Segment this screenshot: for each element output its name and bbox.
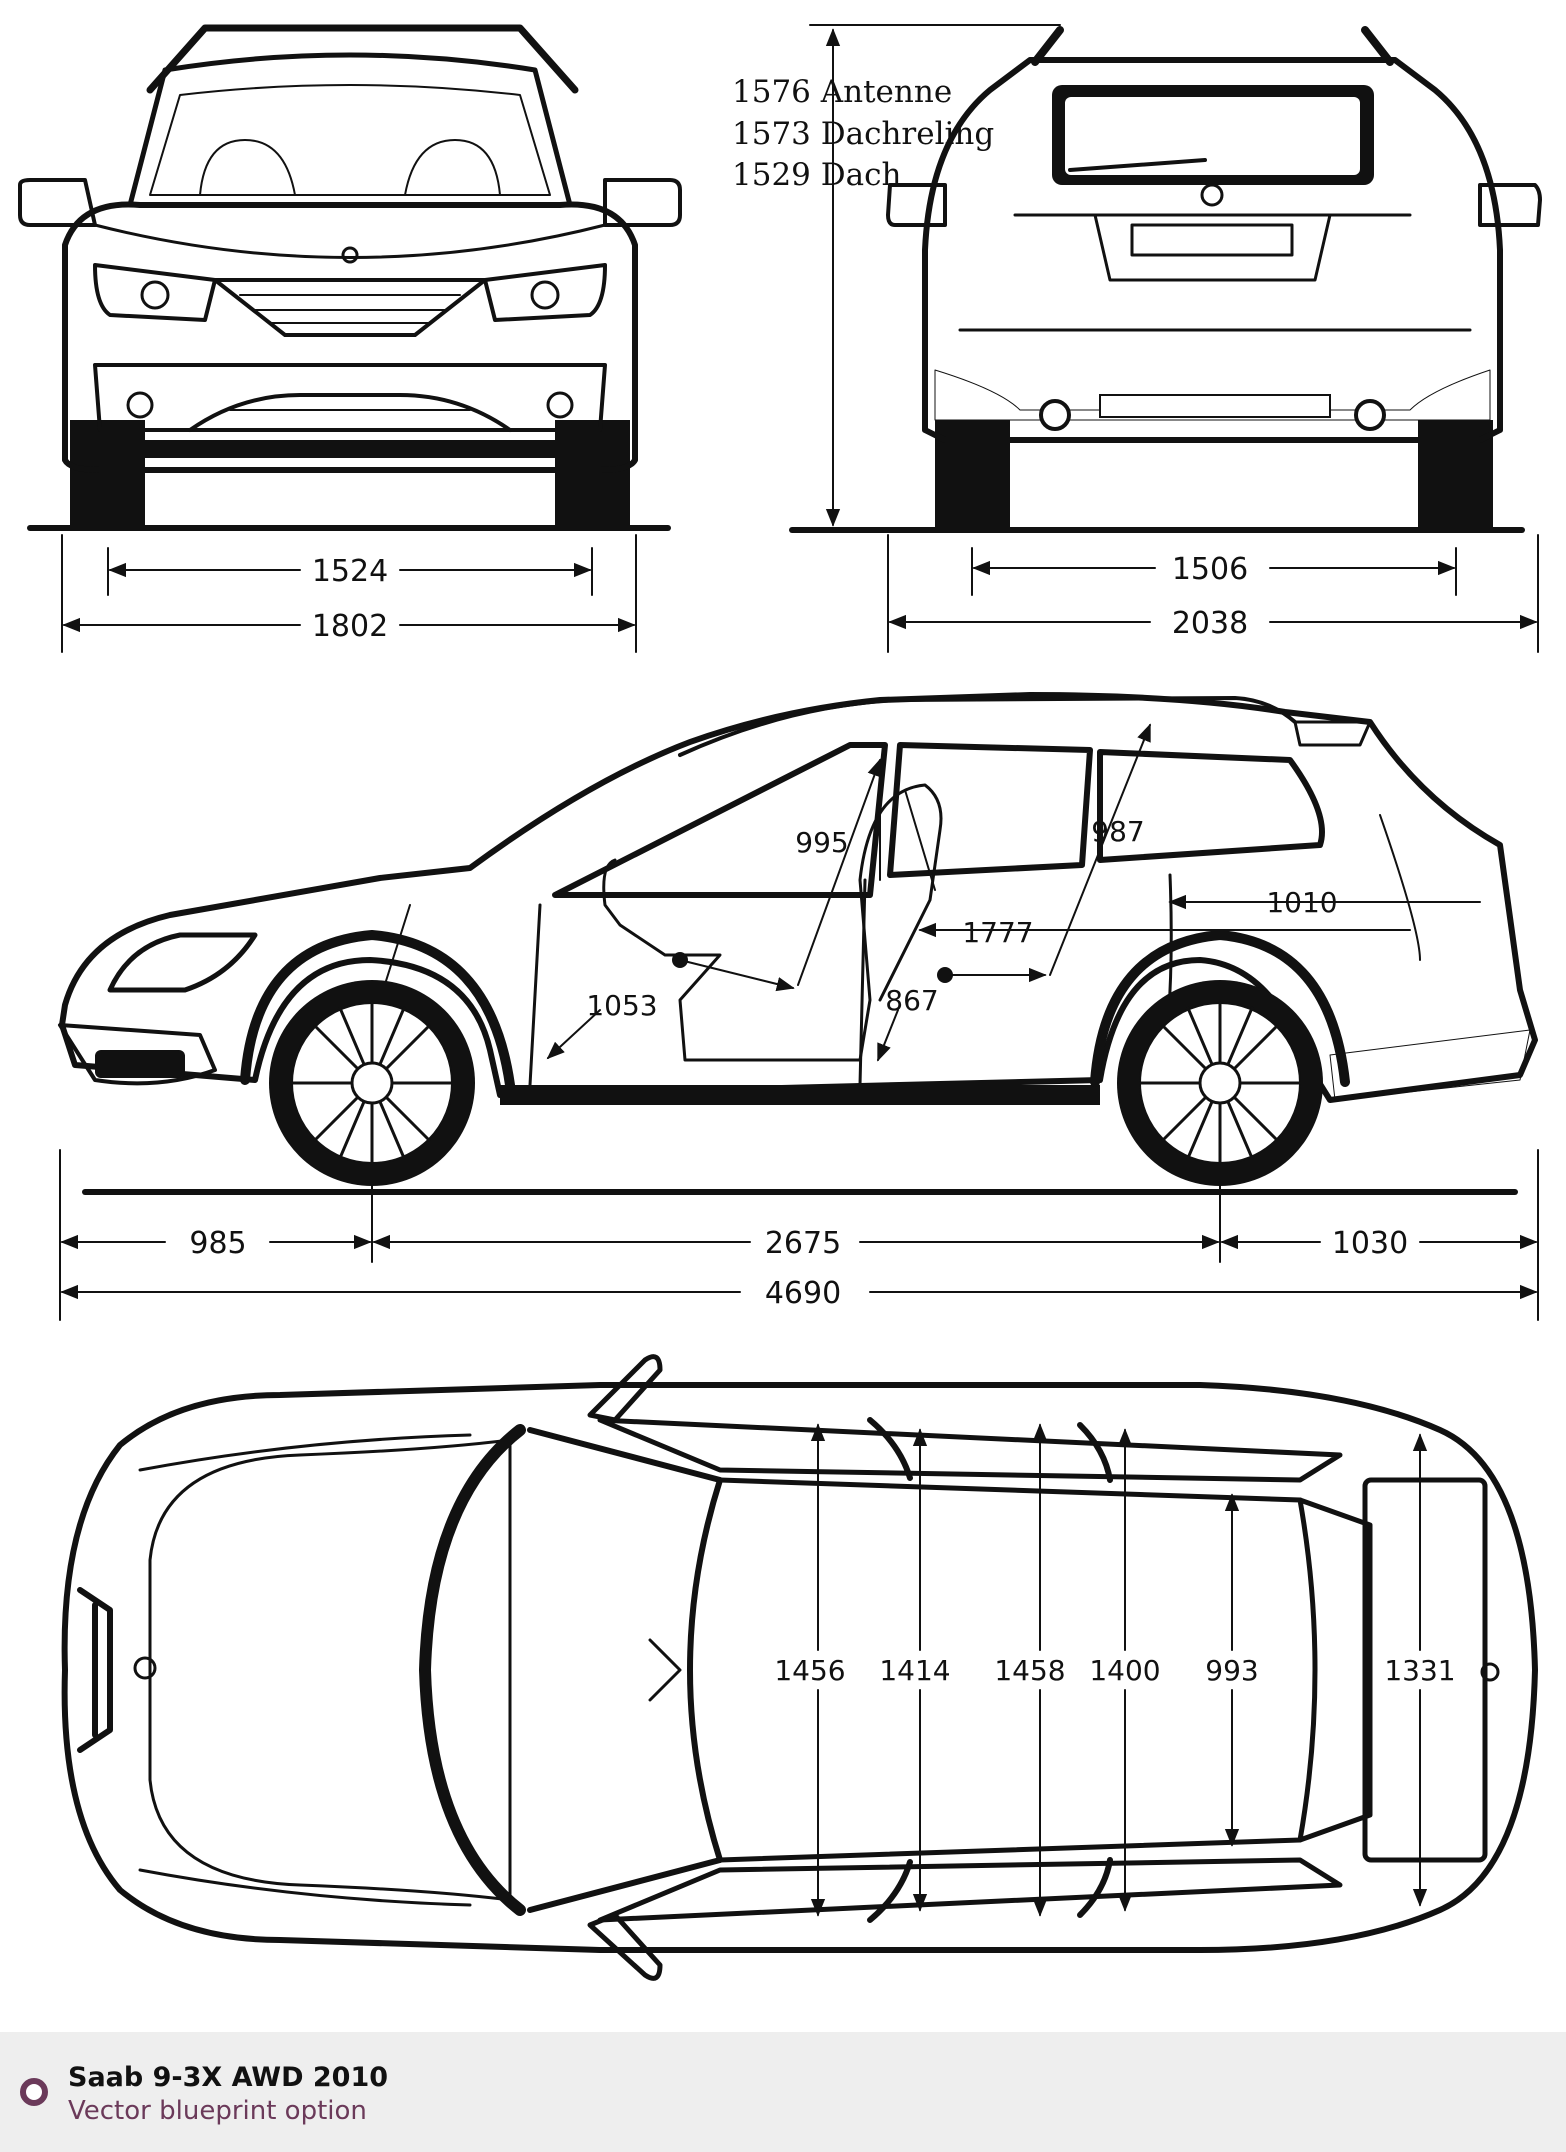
width-label-1: 1456	[774, 1654, 845, 1687]
width-label-6: 1331	[1384, 1654, 1455, 1687]
rear-width-label: 2038	[1172, 606, 1248, 641]
side-view: 995 987 1010 1777 1053 867 985 2675 1030…	[58, 692, 1539, 1321]
front-overhang-label: 985	[189, 1226, 246, 1261]
height-roof-label: 1529 Dach	[732, 157, 901, 193]
seat-length-label: 1777	[962, 916, 1033, 949]
overall-length-label: 4690	[765, 1276, 841, 1311]
rear-view: 1576 Antenne 1573 Dachreling 1529 Dach	[732, 24, 1542, 653]
blueprint-drawing: 1524 1802 1576 Antenne 1573 Dachreling 1…	[18, 24, 1542, 1981]
cargo-length-label: 1010	[1266, 886, 1337, 919]
width-label-4: 1400	[1089, 1654, 1160, 1687]
caption-subtitle: Vector blueprint option	[68, 2096, 367, 2126]
front-wheel	[269, 980, 475, 1186]
rear-track-label: 1506	[1172, 552, 1248, 587]
wheelbase-label: 2675	[765, 1226, 841, 1261]
circle-bullet-icon	[20, 2078, 48, 2106]
rear-wheel	[1117, 980, 1323, 1186]
rear-overhang-label: 1030	[1332, 1226, 1408, 1261]
rear-legroom-label: 867	[885, 984, 938, 1017]
front-track-label: 1524	[312, 554, 388, 589]
width-label-3: 1458	[994, 1654, 1065, 1687]
width-label-5: 993	[1205, 1654, 1258, 1687]
caption-title: Saab 9-3X AWD 2010	[68, 2062, 389, 2093]
top-view: 1456 1414 1458 1400 993 1331	[61, 1354, 1538, 1981]
height-antenna-label: 1576 Antenne	[732, 74, 952, 110]
front-view: 1524 1802	[18, 24, 682, 653]
rear-headroom-label: 987	[1091, 815, 1144, 848]
front-legroom-label: 1053	[586, 989, 657, 1022]
caption-bar: Saab 9-3X AWD 2010 Vector blueprint opti…	[0, 2032, 1566, 2152]
front-headroom-label: 995	[795, 826, 848, 859]
width-label-2: 1414	[879, 1654, 950, 1687]
front-width-label: 1802	[312, 609, 388, 644]
